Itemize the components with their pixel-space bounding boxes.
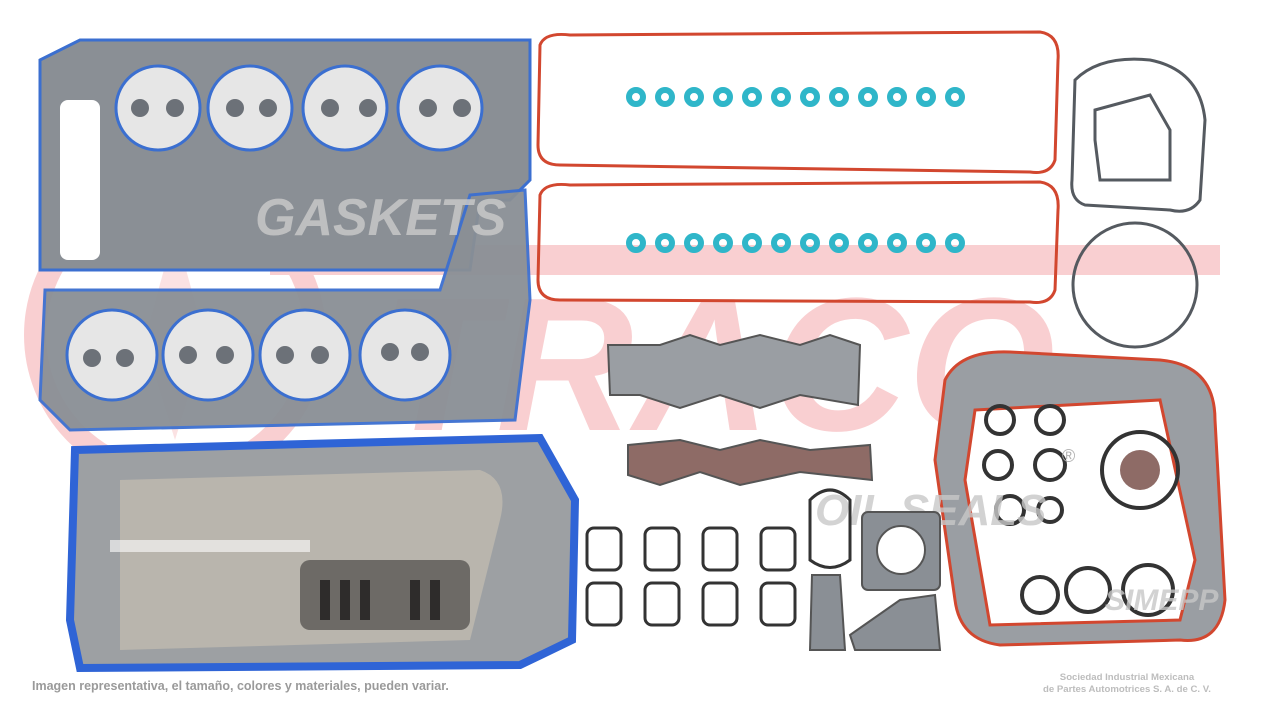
disclaimer-caption: Imagen representativa, el tamaño, colore… — [32, 679, 449, 693]
thermostat-gaskets — [1070, 57, 1207, 349]
exhaust-gaskets — [606, 333, 874, 487]
oil-pan-gasket — [65, 433, 580, 673]
head-gasket-bottom — [38, 188, 532, 432]
timing-cover-gasket — [933, 350, 1227, 647]
gaskets-watermark-text: GASKETS — [255, 189, 507, 247]
valve-cover-gaskets — [536, 30, 1060, 304]
simepp-watermark-text: SIMEPP — [1105, 584, 1219, 617]
registered-mark: ® — [1062, 446, 1075, 466]
company-caption: Sociedad Industrial Mexicana de Partes A… — [1043, 672, 1211, 696]
valve-stem-seals — [626, 87, 965, 253]
company-line-1: Sociedad Industrial Mexicana — [1059, 672, 1195, 683]
head-gasket-top — [38, 38, 532, 272]
misc-gaskets — [808, 511, 942, 651]
intake-port-gaskets — [585, 488, 852, 627]
company-line-2: de Partes Automotrices S. A. de C. V. — [1043, 684, 1211, 695]
